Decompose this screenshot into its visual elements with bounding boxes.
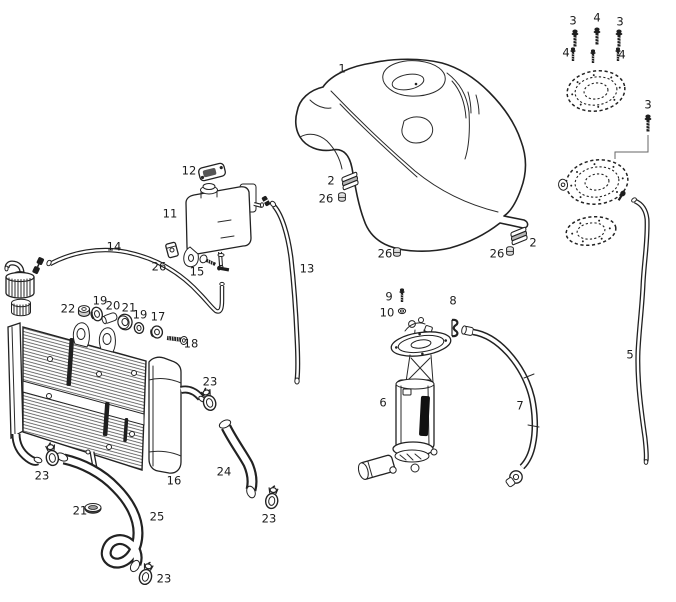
screw-18 xyxy=(166,335,188,345)
tank-damper-right xyxy=(506,246,514,256)
part-label-6: 6 xyxy=(379,396,386,410)
clamp-23-c xyxy=(263,484,281,510)
part-label-20: 20 xyxy=(106,299,121,313)
part-label-3: 3 xyxy=(616,15,623,29)
part-label-21: 21 xyxy=(73,504,88,518)
pump-nut-10 xyxy=(397,307,407,315)
tank-bracket-right xyxy=(507,226,531,246)
part-label-5: 5 xyxy=(626,348,633,362)
part-label-26: 26 xyxy=(490,247,505,261)
hose-13 xyxy=(261,195,301,385)
part-label-4: 4 xyxy=(593,11,600,25)
tank-filler-recess xyxy=(382,60,446,97)
fuel-pump-drawing xyxy=(357,288,459,480)
nut-22 xyxy=(77,305,91,317)
plug-21 xyxy=(84,503,102,514)
tank-bracket-left xyxy=(338,171,362,191)
core-bosses xyxy=(46,356,137,455)
expansion-tank-cap-12 xyxy=(198,162,226,182)
part-label-4: 4 xyxy=(562,46,569,60)
grommet-19a xyxy=(90,306,103,322)
hose-25 xyxy=(55,452,144,573)
clamp-23-a xyxy=(42,440,61,468)
radiator-cap xyxy=(4,260,35,299)
part-label-12: 12 xyxy=(182,164,197,178)
filler-cap-assembly xyxy=(558,159,629,205)
leader-line-screw-3 xyxy=(614,135,649,159)
tank-damper-left xyxy=(338,192,346,202)
expansion-tank-screw-15 xyxy=(199,254,216,266)
hose-7-end-fitting-bottom xyxy=(505,470,523,488)
washer-17 xyxy=(150,325,164,339)
hose-7 xyxy=(461,325,540,488)
part-label-23: 23 xyxy=(35,469,50,483)
cap-side-screw xyxy=(617,190,626,201)
part-label-14: 14 xyxy=(107,240,122,254)
hose-14 xyxy=(46,247,225,314)
part-label-26: 26 xyxy=(378,247,393,261)
radiator-filler-neck xyxy=(11,298,31,317)
part-label-23: 23 xyxy=(203,375,218,389)
part-label-26: 26 xyxy=(152,260,167,274)
part-label-19: 19 xyxy=(93,294,108,308)
part-label-22: 22 xyxy=(61,302,76,316)
part-label-3: 3 xyxy=(644,98,651,112)
hose-13-clip xyxy=(261,195,271,207)
part-label-2: 2 xyxy=(327,174,334,188)
part-label-7: 7 xyxy=(516,399,523,413)
part-label-17: 17 xyxy=(151,310,166,324)
part-label-1: 1 xyxy=(338,62,345,76)
small-fitting xyxy=(217,265,230,272)
hose-5 xyxy=(631,197,650,465)
part-label-25: 25 xyxy=(150,510,165,524)
filler-cap-gasket xyxy=(565,215,617,247)
part-label-19: 19 xyxy=(133,308,148,322)
part-label-26: 26 xyxy=(319,192,334,206)
fuel-tank-drawing xyxy=(294,58,529,252)
hose-7-end-fitting-top xyxy=(461,325,474,336)
part-label-4: 4 xyxy=(618,48,625,62)
part-label-23: 23 xyxy=(262,512,277,526)
radiator-drawing xyxy=(4,257,206,474)
filler-cap-ring-top xyxy=(566,70,626,112)
cap-screw-3-right xyxy=(644,114,652,132)
tank-damper-bottom xyxy=(393,247,401,257)
part-label-10: 10 xyxy=(380,306,395,320)
expansion-tank-drawing xyxy=(165,162,264,272)
cap-clip xyxy=(32,257,45,275)
radiator-tab-1 xyxy=(72,322,90,348)
hose-24 xyxy=(218,419,258,499)
filler-cap-screws xyxy=(570,27,652,159)
expansion-tank-mount-26 xyxy=(165,241,179,259)
part-label-18: 18 xyxy=(184,337,199,351)
part-label-9: 9 xyxy=(385,290,392,304)
washer-19b xyxy=(133,321,145,335)
part-label-13: 13 xyxy=(300,262,315,276)
pump-clip-8 xyxy=(451,318,459,338)
part-label-21: 21 xyxy=(122,301,137,315)
part-label-24: 24 xyxy=(217,465,232,479)
pump-screw-9 xyxy=(398,288,406,303)
part-label-23: 23 xyxy=(157,572,172,586)
part-label-3: 3 xyxy=(569,14,576,28)
part-label-11: 11 xyxy=(163,207,178,221)
part-label-8: 8 xyxy=(449,294,456,308)
part-label-2: 2 xyxy=(529,236,536,250)
part-label-15: 15 xyxy=(190,265,205,279)
sleeve-20 xyxy=(101,312,118,325)
radiator-tab-2 xyxy=(98,327,116,353)
part-label-16: 16 xyxy=(167,474,182,488)
grommet-21 xyxy=(117,313,133,331)
small-parts-row xyxy=(77,305,188,345)
